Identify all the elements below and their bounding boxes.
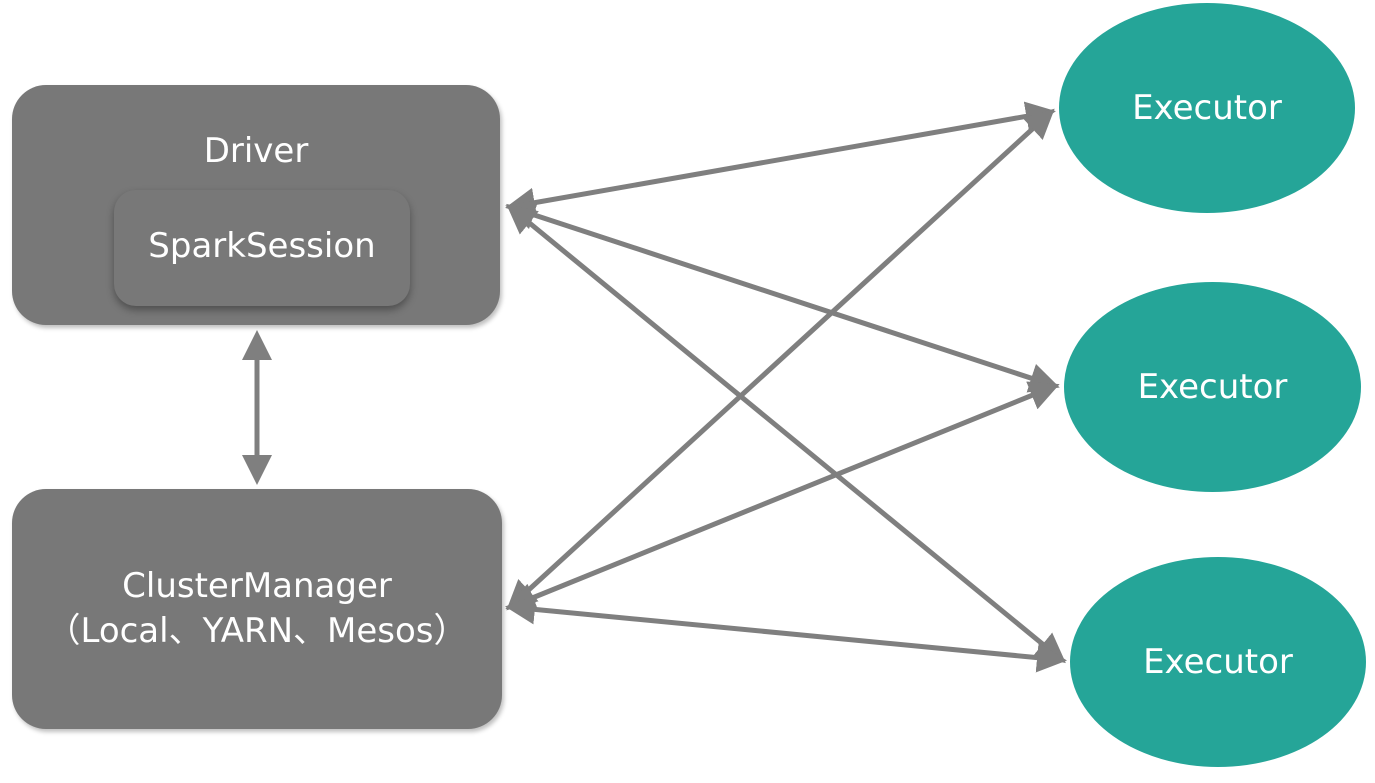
cluster-manager-title: ClusterManager bbox=[122, 566, 392, 606]
arrow-driver-executor-3 bbox=[506, 203, 1066, 664]
spark-session-node: SparkSession bbox=[114, 190, 410, 306]
executor-label: Executor bbox=[1143, 642, 1293, 682]
arrow-driver-executor-1 bbox=[505, 101, 1056, 218]
executor-label: Executor bbox=[1137, 367, 1288, 407]
spark-session-label: SparkSession bbox=[148, 226, 376, 266]
executor-node-3: Executor bbox=[1070, 557, 1366, 767]
executor-node-1: Executor bbox=[1059, 3, 1355, 213]
cluster-manager-subtitle: （Local、YARN、Mesos） bbox=[46, 611, 468, 651]
executor-node-2: Executor bbox=[1064, 282, 1361, 492]
arrow-cluster-manager-executor-2 bbox=[505, 381, 1060, 612]
executor-label: Executor bbox=[1132, 88, 1282, 128]
driver-title: Driver bbox=[203, 131, 309, 171]
arrow-cluster-manager-executor-3 bbox=[505, 594, 1067, 673]
cluster-manager-node bbox=[12, 489, 502, 729]
